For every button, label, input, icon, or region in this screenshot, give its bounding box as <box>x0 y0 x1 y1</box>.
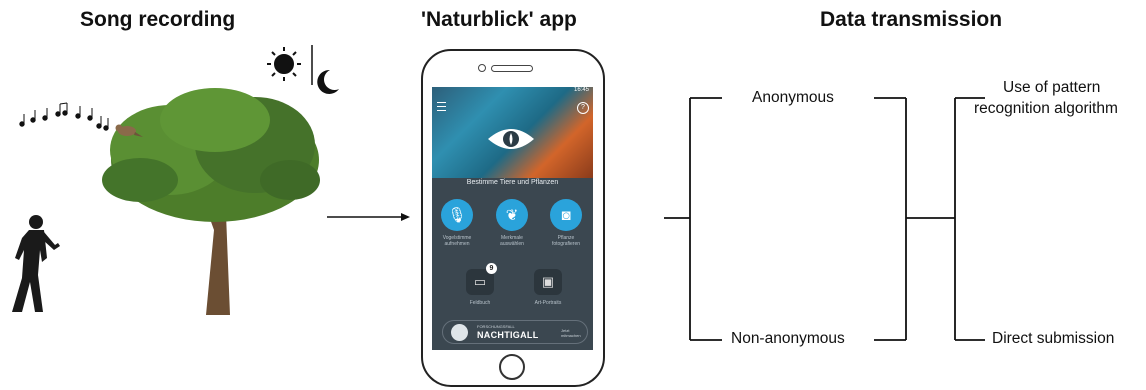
banner-subtitle: FORSCHUNGSFALL <box>477 324 515 329</box>
heading-song-recording: Song recording <box>80 8 236 31</box>
banner-title: NACHTIGALL <box>477 330 539 340</box>
art-portraits-label: Art-Portraits <box>534 300 562 306</box>
caption-line: auswählen <box>500 241 524 247</box>
label-use-of-pattern: Use of pattern <box>1003 79 1101 96</box>
music-notes-icon <box>19 102 109 131</box>
sun-icon <box>267 47 301 81</box>
flow-lines <box>664 97 985 341</box>
microphone-icon: 🎙 <box>447 207 467 224</box>
screen-subtitle: Bestimme Tiere und Pflanzen <box>466 179 559 186</box>
person-silhouette-icon <box>12 215 60 312</box>
caption-line: Pflanze <box>557 235 575 241</box>
heading-naturblick-app: 'Naturblick' app <box>421 8 577 31</box>
bird-icon <box>115 124 143 137</box>
status-time: 16:45 <box>573 87 589 93</box>
eye-logo-icon <box>488 129 534 149</box>
phone-home-button[interactable] <box>499 354 525 380</box>
moon-icon <box>317 69 339 94</box>
label-non-anonymous: Non-anonymous <box>731 330 845 347</box>
caption-line: aufnehmen <box>444 241 470 247</box>
phone-screen: 16:45 ? Bestimme Tiere und Pflanzen 🎙 ❦ … <box>432 87 593 350</box>
tree-illustration <box>102 88 320 315</box>
feldbuch-count-badge: 9 <box>486 263 497 274</box>
bird-leaf-icon: ❦ <box>505 207 519 224</box>
caption-line: fotografieren <box>551 241 581 247</box>
phone-speaker <box>491 65 533 72</box>
art-portraits-button[interactable]: ▣ <box>534 269 562 295</box>
banner-cta-line: mitmachen <box>561 333 581 338</box>
label-recognition-algorithm: recognition algorithm <box>974 100 1118 117</box>
label-anonymous: Anonymous <box>752 89 834 106</box>
arrow-to-app <box>327 213 410 221</box>
label-direct-submission: Direct submission <box>992 330 1115 347</box>
notebook-icon: ▭ <box>473 274 487 289</box>
help-icon[interactable]: ? <box>577 102 589 114</box>
status-bar: 16:45 <box>432 87 593 97</box>
menu-icon[interactable] <box>437 102 446 111</box>
record-birdsong-button[interactable]: 🎙 <box>441 199 473 231</box>
phone-camera <box>478 64 486 72</box>
feldbuch-label: Feldbuch <box>469 300 491 306</box>
nightingale-logo-icon <box>451 324 468 341</box>
select-features-button[interactable]: ❦ <box>496 199 528 231</box>
caption-line: Vogelstimme <box>442 235 472 241</box>
photograph-plant-button[interactable]: ◙ <box>550 199 582 231</box>
caption-line: Merkmale <box>501 235 523 241</box>
gallery-icon: ▣ <box>541 274 555 289</box>
heading-data-transmission: Data transmission <box>820 8 1003 31</box>
camera-icon: ◙ <box>561 206 571 224</box>
banner-cta-line: Jetzt <box>561 328 570 333</box>
